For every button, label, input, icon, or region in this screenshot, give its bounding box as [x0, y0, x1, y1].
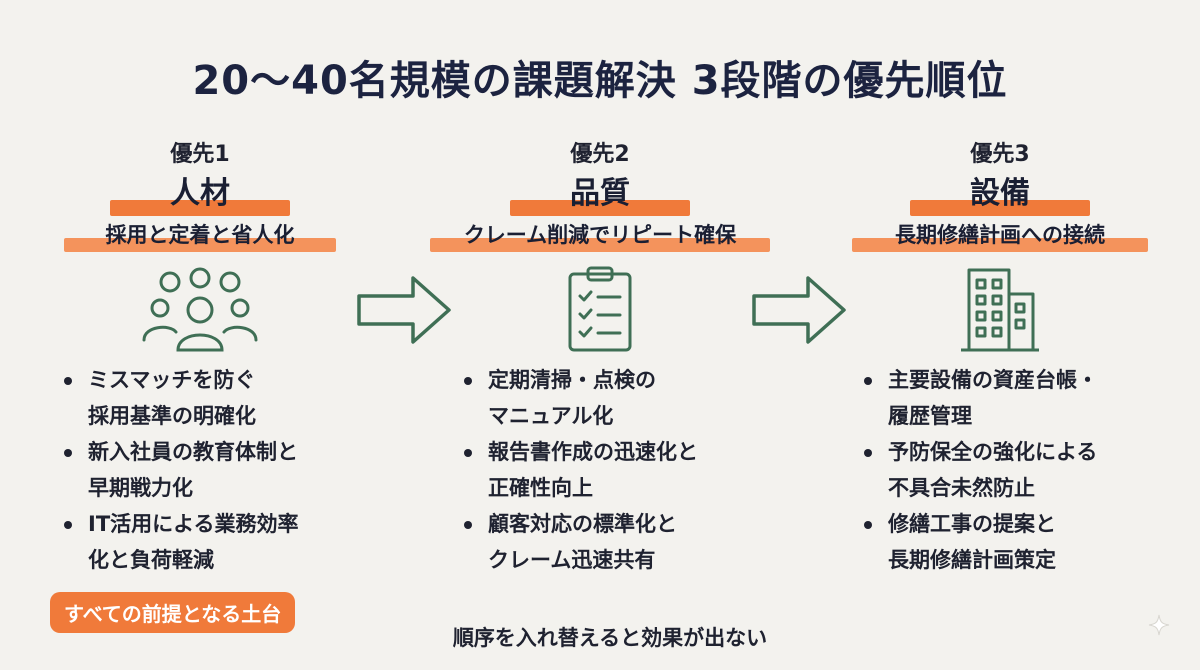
building-icon: [830, 264, 1170, 354]
subtitle-label: 採用と定着と省人化: [105, 223, 295, 247]
subtitle-block: クレーム削減でリピート確保: [430, 218, 770, 254]
list-item: 新入社員の教育体制と 早期戦力化: [62, 434, 382, 506]
flow-arrow-2: [750, 270, 850, 354]
subtitle-highlight: [430, 238, 770, 252]
flow-arrow-1: [355, 270, 455, 354]
list-item: 報告書作成の迅速化と 正確性向上: [462, 434, 782, 506]
bullet-list-1: ミスマッチを防ぐ 採用基準の明確化 新入社員の教育体制と 早期戦力化 IT活用に…: [62, 362, 382, 578]
list-item: 予防保全の強化による 不具合未然防止: [862, 434, 1182, 506]
list-item: ミスマッチを防ぐ 採用基準の明確化: [62, 362, 382, 434]
theme-label: 設備: [970, 176, 1030, 211]
priority-column-2: 優先2 品質 クレーム削減でリピート確保: [430, 140, 770, 354]
subtitle-highlight: [64, 238, 336, 252]
subtitle-block: 長期修繕計画への接続: [830, 218, 1170, 254]
sparkle-icon: [1148, 614, 1170, 640]
list-item: IT活用による業務効率 化と負荷軽減: [62, 506, 382, 578]
subtitle-block: 採用と定着と省人化: [30, 218, 370, 254]
people-group-icon: [30, 264, 370, 354]
priority-label: 優先3: [970, 142, 1030, 167]
clipboard-checklist-icon: [430, 264, 770, 354]
bullet-list-3: 主要設備の資産台帳・ 履歴管理 予防保全の強化による 不具合未然防止 修繕工事の…: [862, 362, 1182, 578]
priority-label: 優先2: [570, 142, 630, 167]
list-item: 定期清掃・点検の マニュアル化: [462, 362, 782, 434]
page-title: 20〜40名規模の課題解決 3段階の優先順位: [192, 58, 1008, 104]
subtitle-label: 長期修繕計画への接続: [895, 223, 1105, 247]
list-item: 顧客対応の標準化と クレーム迅速共有: [462, 506, 782, 578]
footer-note: 順序を入れ替えると効果が出ない: [452, 626, 768, 650]
subtitle-highlight: [852, 238, 1148, 252]
list-item: 主要設備の資産台帳・ 履歴管理: [862, 362, 1182, 434]
list-item: 修繕工事の提案と 長期修繕計画策定: [862, 506, 1182, 578]
theme-highlight: [910, 200, 1090, 216]
theme-highlight: [510, 200, 690, 216]
theme-block: 人材: [30, 172, 370, 218]
theme-block: 設備: [830, 172, 1170, 218]
priority-column-1: 優先1 人材 採用と定着と省人化: [30, 140, 370, 354]
theme-label: 品質: [570, 176, 630, 211]
theme-label: 人材: [170, 176, 230, 211]
bullet-list-2: 定期清掃・点検の マニュアル化 報告書作成の迅速化と 正確性向上 顧客対応の標準…: [462, 362, 782, 578]
priority-column-3: 優先3 設備 長期修繕計画への接続: [830, 140, 1170, 354]
foundation-badge: すべての前提となる土台: [50, 592, 296, 633]
theme-block: 品質: [430, 172, 770, 218]
theme-highlight: [110, 200, 290, 216]
priority-label: 優先1: [170, 142, 230, 167]
subtitle-label: クレーム削減でリピート確保: [463, 223, 737, 247]
